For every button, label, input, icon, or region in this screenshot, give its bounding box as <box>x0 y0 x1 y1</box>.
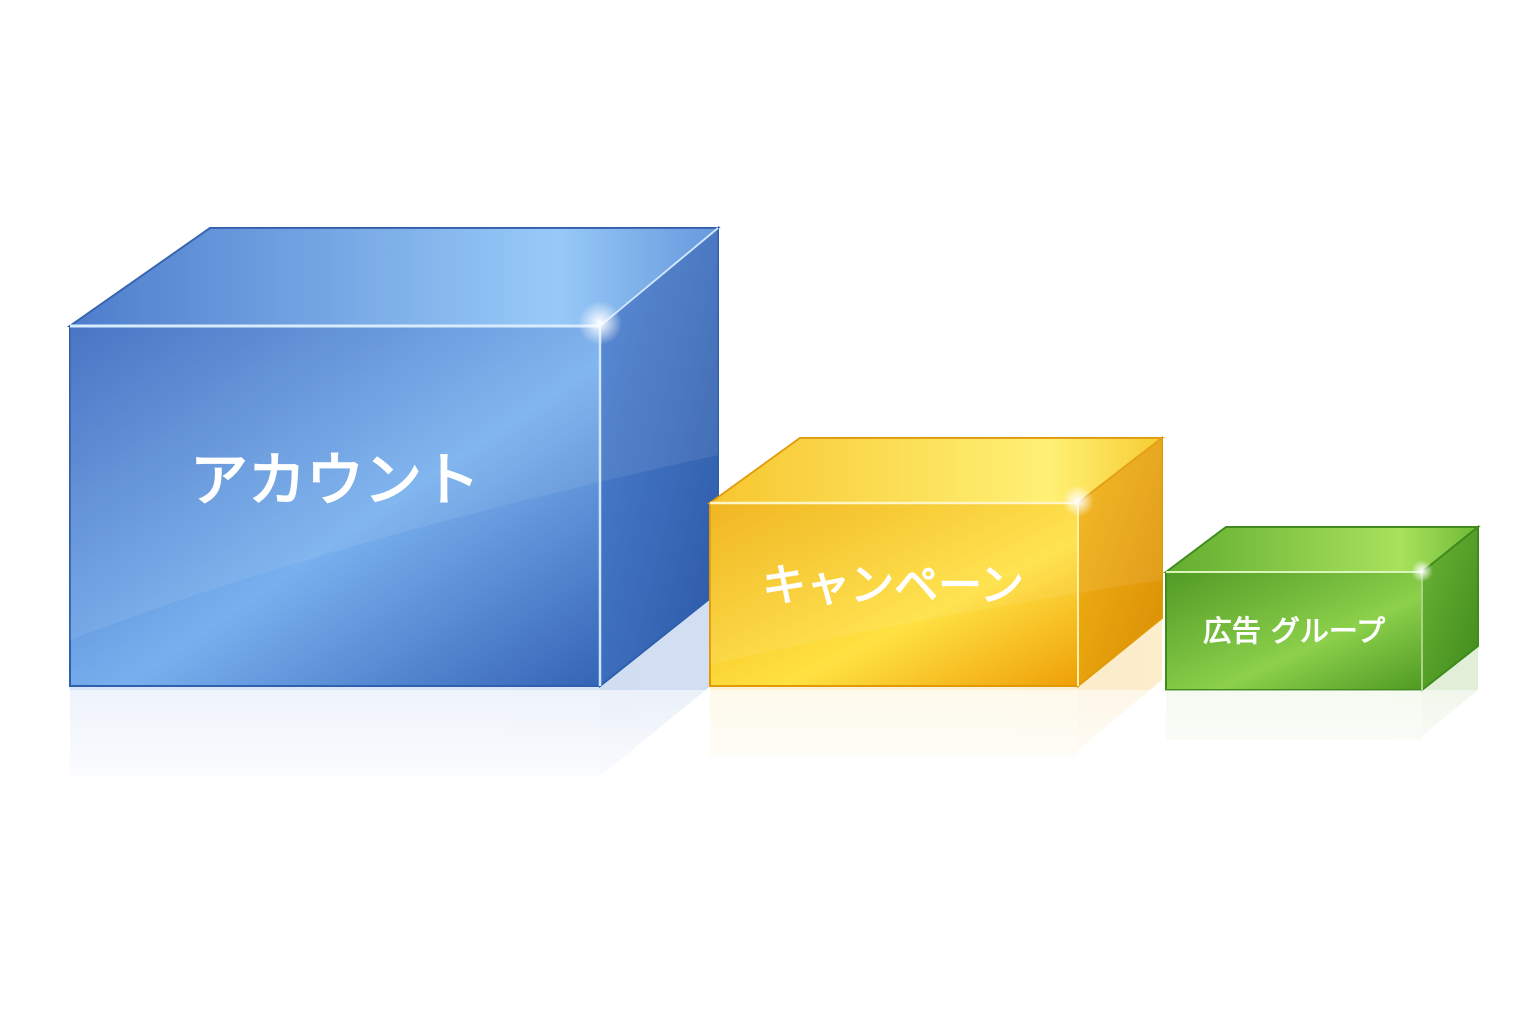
box-campaign-gloss <box>710 438 1162 665</box>
box-campaign-label: キャンペーン <box>762 560 1024 611</box>
box-account-sparkle <box>578 301 622 345</box>
box-account-gloss <box>70 228 718 640</box>
box-ad-group-sparkle <box>1411 560 1433 582</box>
box-campaign-sparkle <box>1062 485 1094 517</box>
box-ad-group-front <box>1165 571 1423 691</box>
box-campaign-front <box>709 502 1079 687</box>
box-account-front <box>69 325 601 687</box>
box-account: アカウント <box>66 225 721 776</box>
floor-fade <box>0 690 1536 810</box>
box-ad-group-label: 広告 グループ <box>1203 614 1386 648</box>
box-account-label: アカウント <box>190 446 480 514</box>
